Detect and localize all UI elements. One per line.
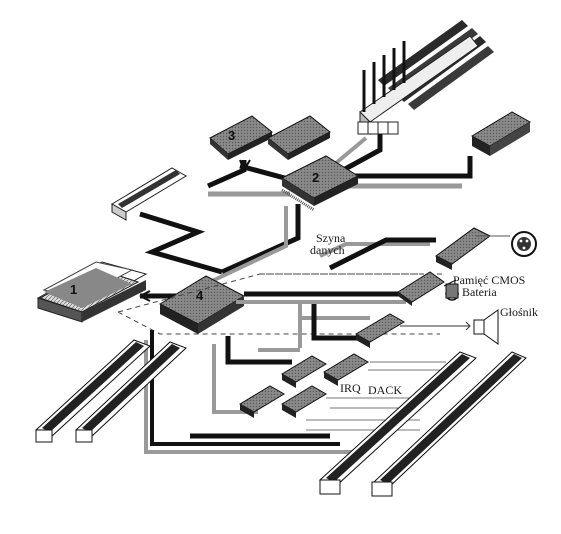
dashed-outline [117,273,446,335]
dma-chips [239,353,446,431]
chip-3: 3 [209,115,273,160]
speaker-icon [473,309,499,345]
ram-modules [357,20,494,136]
battery-icon [445,283,459,299]
bus-left [139,204,301,284]
slot-bottom-left-b [75,341,187,443]
label-speaker: Głośnik [500,305,539,319]
label-bus-line2: danych [310,243,345,257]
svg-text:3: 3 [228,128,235,143]
slot-upper-left [111,167,187,221]
top-bus [206,134,473,197]
label-cmos-line2: Bateria [462,285,497,299]
chip-4: 4 [139,275,246,334]
slot-bottom-right-a [319,351,477,495]
svg-text:2: 2 [312,170,319,185]
cmos-chip [397,271,459,306]
chip-1: 1 [36,261,148,323]
chip-top-right [471,111,531,156]
label-cmos-line1: Pamięć CMOS [453,273,526,287]
svg-text:4: 4 [196,288,204,303]
chip-cache-b [267,115,331,160]
chip-2: 2 [280,155,360,212]
chip-mid [355,313,471,348]
label-dack: DACK [368,383,403,397]
slot-bottom-right-b [371,351,527,497]
label-irq: IRQ [340,381,361,395]
slot-bottom-left-a [35,339,151,443]
keyboard-controller [435,227,537,270]
svg-text:1: 1 [70,282,77,297]
label-bus-line1: Szyna [316,231,346,245]
